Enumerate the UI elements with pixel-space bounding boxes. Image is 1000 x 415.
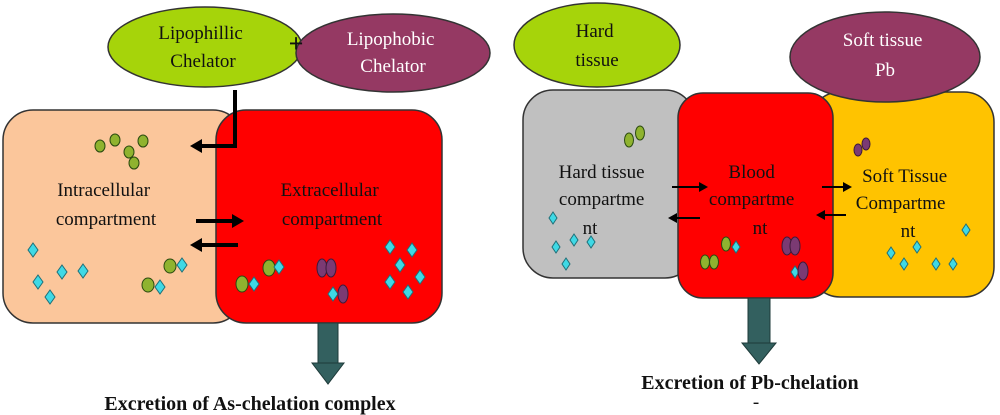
extra-to-intra-arrowhead	[190, 238, 202, 252]
pb-excretion-arrowhead	[740, 342, 778, 365]
hard-tissue-label: Hard tissue	[575, 21, 618, 71]
blood-to-hard-arrowhead	[668, 213, 677, 223]
as-excretion-arrowhead	[310, 362, 346, 385]
arsenic-particles	[27, 239, 426, 305]
right-panel: Hard tissue Soft tissue Pb Hard tissue c…	[513, 2, 995, 413]
blood-compartment-label: Blood compartme nt	[709, 162, 799, 239]
lipophobic-chelator-label: Lipophobic Chelator	[347, 29, 439, 77]
hard-tissue-compartment	[522, 89, 696, 279]
soft-to-blood-arrowhead	[816, 210, 825, 220]
pb-excretion-continuation-mark: -	[753, 392, 759, 413]
left-panel: Intracellular compartment Extracellular …	[2, 6, 491, 415]
green-chelator-particles	[94, 133, 276, 293]
chelator-entry-arrowhead	[190, 139, 202, 153]
chelation-complex-particles	[316, 258, 349, 304]
soft-tissue-compartment-label: Soft Tissue Compartme nt	[856, 166, 952, 242]
intracellular-label: Intracellular compartment	[56, 180, 157, 230]
lipophilic-chelator-label: Lipophillic Chelator	[158, 23, 247, 72]
plus-sign: +	[289, 29, 304, 58]
pb-complex-particles	[781, 137, 871, 281]
hard-tissue-compartment-label: Hard tissue compartme nt	[559, 162, 650, 239]
soft-tissue-label: Soft tissue Pb	[843, 30, 927, 81]
extracellular-label: Extracellular compartment	[281, 180, 384, 230]
as-excretion-label: Excretion of As-chelation complex	[104, 393, 395, 415]
lipophobic-chelator-ellipse	[295, 13, 491, 93]
green-chelator-particles-right	[624, 125, 731, 270]
intra-to-extra-arrowhead	[232, 214, 244, 228]
soft-tissue-ellipse	[789, 11, 981, 103]
chelator-entry-arrow	[200, 90, 237, 148]
lipophilic-chelator-ellipse	[107, 6, 303, 88]
pb-excretion-label: Excretion of Pb-chelation	[641, 372, 858, 394]
pb-excretion-arrow-shaft	[747, 297, 771, 344]
as-excretion-arrow-shaft	[317, 322, 339, 366]
blood-to-soft-arrowhead	[843, 182, 852, 192]
hard-to-blood-arrowhead	[699, 182, 708, 192]
hard-tissue-ellipse	[513, 2, 681, 88]
